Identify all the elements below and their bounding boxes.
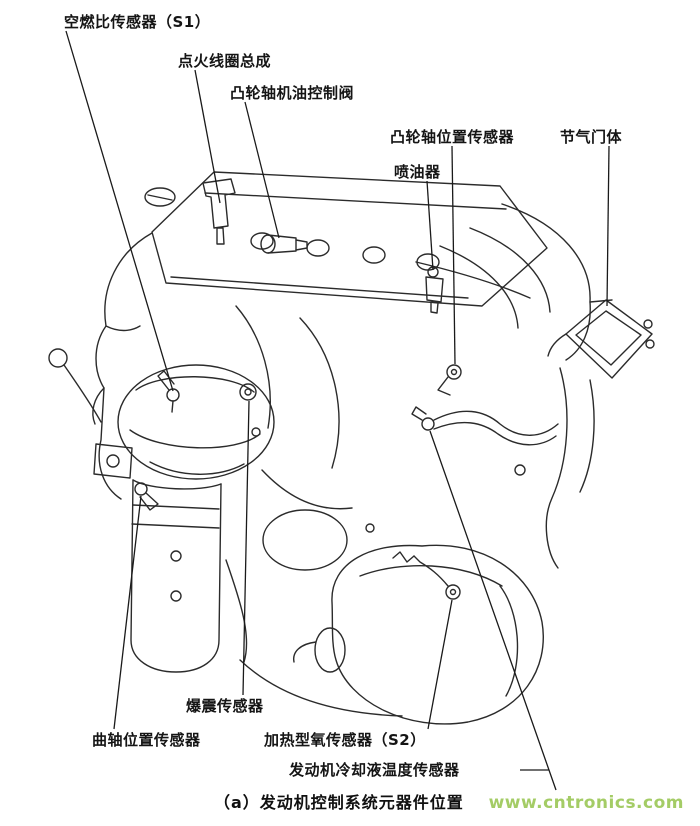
label-coolant-temp-sensor: 发动机冷却液温度传感器 xyxy=(289,761,460,779)
label-cam-pos-sensor: 凸轮轴位置传感器 xyxy=(390,128,515,146)
leader-air-fuel-sensor xyxy=(65,30,174,392)
exhaust-manifold-shield xyxy=(117,364,275,480)
label-throttle-body: 节气门体 xyxy=(560,128,623,146)
label-cam-oil-valve: 凸轮轴机油控制阀 xyxy=(230,84,355,102)
leader-cam-pos-sensor xyxy=(451,145,456,365)
label-injector: 喷油器 xyxy=(394,163,441,181)
cam-pos-sensor-part xyxy=(437,364,462,396)
engine-illustration xyxy=(48,171,655,725)
throttle-body-part xyxy=(547,299,655,379)
label-knock-sensor: 爆震传感器 xyxy=(186,697,264,715)
coolant-temp-sensor-part xyxy=(411,406,559,446)
ignition-coil-part xyxy=(202,178,236,245)
label-o2-sensor: 加热型氧传感器（S2） xyxy=(264,731,426,749)
label-ignition-coil: 点火线圈总成 xyxy=(178,52,272,70)
leader-cam-oil-valve xyxy=(244,101,280,239)
o2-sensor-part xyxy=(392,551,461,600)
leader-o2-sensor xyxy=(427,599,453,730)
watermark: www.cntronics.com xyxy=(488,793,684,813)
leader-crank-pos-sensor xyxy=(113,495,142,730)
leader-injector xyxy=(426,180,434,271)
leader-ignition-coil xyxy=(194,69,221,204)
catalytic-converter xyxy=(130,479,222,673)
leader-coolant-temp-sensor xyxy=(429,430,557,791)
leader-lines xyxy=(65,30,610,791)
label-crank-pos-sensor: 曲轴位置传感器 xyxy=(92,731,201,749)
dipstick xyxy=(48,348,102,423)
transaxle-housing xyxy=(293,544,544,725)
figure-caption: （a）发动机控制系统元器件位置 xyxy=(214,793,464,812)
label-air-fuel-sensor: 空燃比传感器（S1） xyxy=(64,13,211,31)
knock-sensor-part xyxy=(239,383,257,401)
leader-knock-sensor xyxy=(242,400,250,696)
cam-oil-valve-part xyxy=(260,234,308,254)
leader-throttle-body xyxy=(606,145,610,307)
